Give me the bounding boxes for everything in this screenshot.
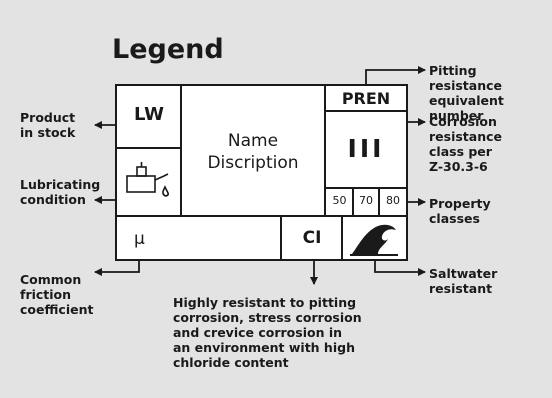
- oil-can-icon: [124, 162, 174, 206]
- property-annotation: Property classes: [429, 196, 491, 226]
- corrosion-annotation: Corrosion resistance class per Z-30.3-6: [429, 114, 503, 174]
- ci-label: CI: [302, 228, 322, 248]
- ci-annotation: Highly resistant to pitting corrosion, s…: [173, 295, 362, 370]
- pren-label: PREN: [341, 89, 391, 108]
- saltwater-annotation: Saltwater resistant: [429, 266, 498, 296]
- corrosion-class-value: III: [347, 134, 385, 163]
- friction-annotation: Common friction coefficient: [20, 272, 94, 317]
- description-label: Discription: [207, 153, 299, 173]
- stock-annotation: Product in stock: [20, 110, 76, 140]
- property-class-80: 80: [386, 194, 400, 207]
- property-class-50: 50: [332, 194, 347, 207]
- name-label: Name: [227, 131, 279, 151]
- legend-title: Legend: [112, 34, 224, 65]
- legend-card: [115, 84, 408, 261]
- lw-label: LW: [134, 104, 164, 125]
- pren-annotation: Pitting resistance equivalent number: [429, 63, 504, 123]
- wave-icon: [348, 220, 402, 262]
- friction-symbol: µ: [134, 229, 145, 249]
- property-class-70: 70: [359, 194, 373, 207]
- lubricating-annotation: Lubricating condition: [20, 177, 101, 207]
